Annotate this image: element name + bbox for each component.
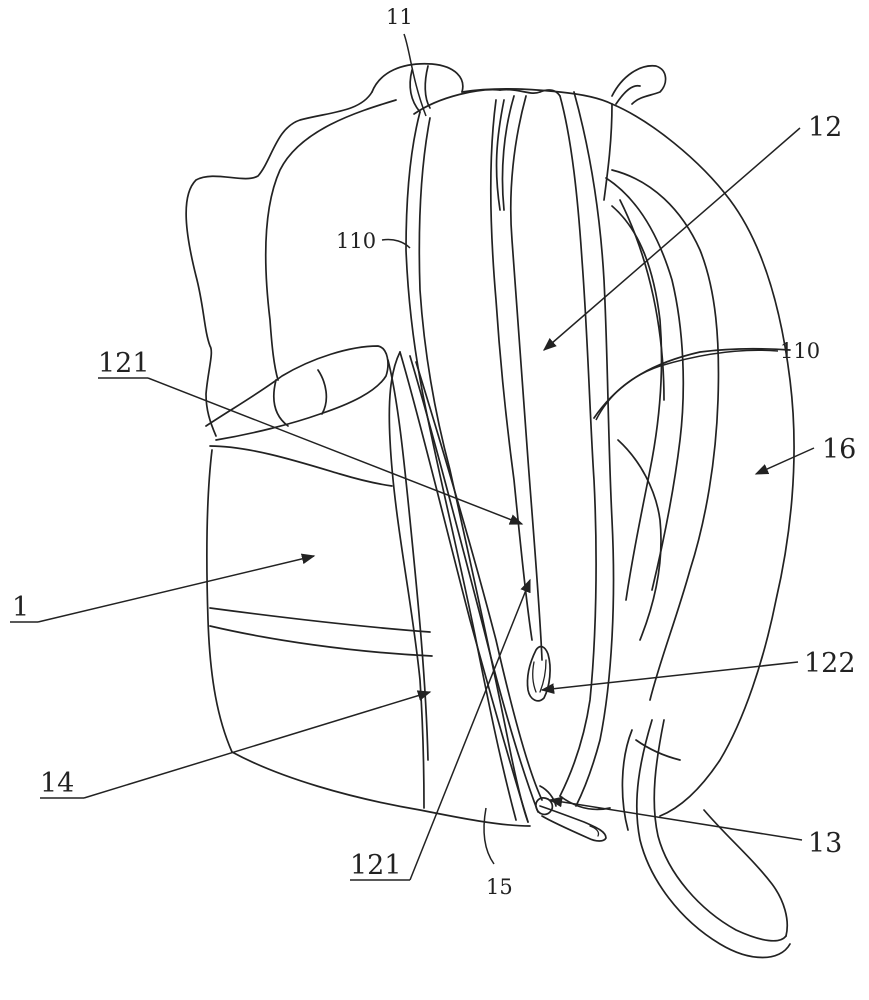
label-13: 13	[808, 828, 842, 859]
leader-110-right	[595, 349, 779, 421]
label-121-bottom: 121	[350, 850, 402, 881]
label-14: 14	[40, 768, 74, 799]
arrow-121-top	[147, 377, 524, 525]
label-122: 122	[804, 648, 856, 679]
leader-110-left	[381, 238, 411, 249]
label-12: 12	[808, 112, 842, 143]
leader-15	[483, 807, 495, 865]
reference-numerals: 11 110 110 12 121 16 1 122 14 13 121 15	[12, 5, 856, 899]
label-11: 11	[386, 5, 413, 29]
arrow-13	[548, 796, 803, 841]
label-121-top: 121	[98, 348, 150, 379]
label-110-right: 110	[780, 339, 820, 363]
arrow-16	[754, 447, 815, 475]
leader-lines	[10, 33, 815, 881]
label-15: 15	[486, 875, 513, 899]
arrow-121-bottom	[409, 578, 531, 881]
label-16: 16	[822, 434, 856, 465]
leader-11	[403, 33, 427, 117]
backpack-outline	[185, 62, 795, 959]
label-1: 1	[12, 592, 29, 623]
arrow-122	[540, 661, 799, 695]
arrow-14	[83, 690, 432, 799]
arrow-12	[542, 127, 801, 351]
arrow-1	[37, 553, 316, 623]
label-110-left: 110	[336, 229, 376, 253]
